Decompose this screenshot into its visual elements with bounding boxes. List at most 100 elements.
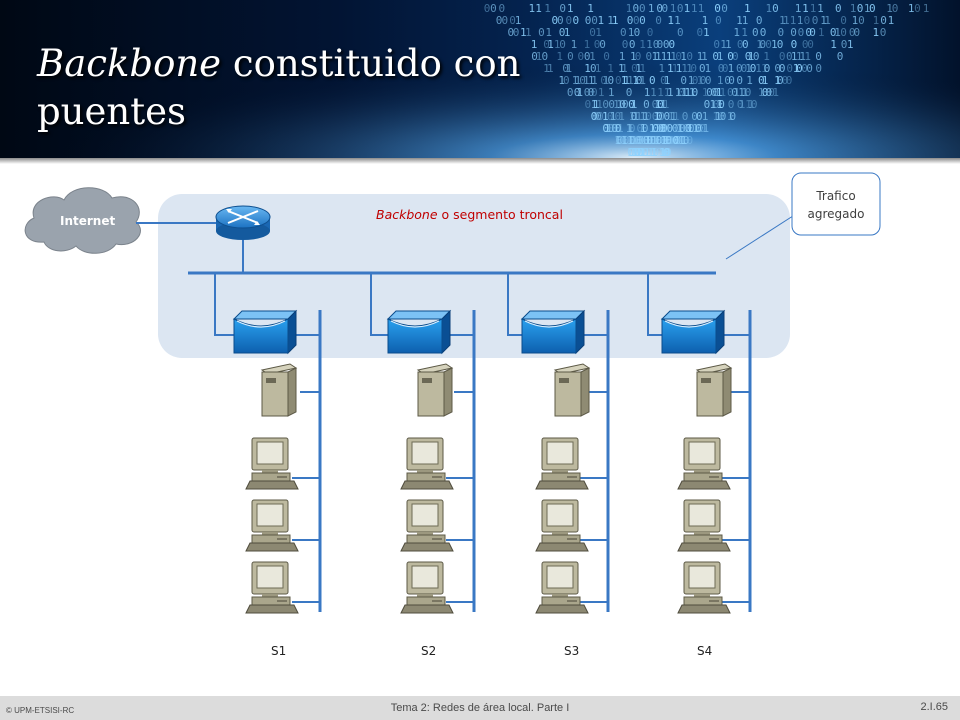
svg-text:0: 0 [742, 38, 749, 51]
svg-text:0: 0 [857, 2, 864, 15]
svg-text:1: 1 [676, 62, 683, 75]
svg-text:1: 1 [610, 122, 617, 135]
svg-text:1: 1 [635, 62, 642, 75]
svg-text:0: 0 [611, 122, 618, 135]
svg-text:0: 0 [662, 134, 669, 147]
svg-text:1: 1 [630, 134, 637, 147]
svg-text:1: 1 [665, 122, 672, 135]
svg-text:1: 1 [636, 146, 643, 158]
svg-text:1: 1 [666, 50, 673, 63]
svg-text:0: 0 [736, 74, 743, 87]
svg-text:0: 0 [765, 38, 772, 51]
svg-text:0: 0 [653, 146, 660, 158]
svg-text:1: 1 [628, 134, 635, 147]
title-rest: constituido con puentes [37, 42, 521, 133]
svg-text:1: 1 [663, 98, 670, 111]
svg-text:1: 1 [646, 38, 653, 51]
svg-text:1: 1 [886, 2, 893, 15]
svg-text:1: 1 [679, 134, 686, 147]
svg-text:1: 1 [675, 86, 682, 99]
svg-text:1: 1 [725, 38, 732, 51]
svg-text:1: 1 [598, 14, 605, 27]
svg-text:1: 1 [686, 62, 693, 75]
svg-text:1: 1 [547, 62, 554, 75]
svg-text:0: 0 [635, 146, 642, 158]
svg-text:0: 0 [652, 98, 659, 111]
svg-text:0: 0 [642, 146, 649, 158]
svg-text:1: 1 [587, 2, 594, 15]
svg-text:0: 0 [768, 86, 775, 99]
svg-text:1: 1 [771, 38, 778, 51]
svg-text:1: 1 [628, 26, 635, 39]
svg-text:1: 1 [536, 50, 543, 63]
slide-title: Backbone constituido con puentes [37, 40, 637, 136]
svg-text:1: 1 [817, 2, 824, 15]
svg-text:0: 0 [737, 38, 744, 51]
svg-text:1: 1 [648, 134, 655, 147]
svg-text:1: 1 [755, 62, 762, 75]
svg-text:1: 1 [720, 86, 727, 99]
svg-text:1: 1 [668, 110, 675, 123]
svg-text:0: 0 [727, 50, 734, 63]
svg-text:0: 0 [627, 14, 634, 27]
svg-text:1: 1 [681, 62, 688, 75]
svg-text:0: 0 [629, 134, 636, 147]
svg-text:1: 1 [834, 26, 841, 39]
svg-text:0: 0 [713, 38, 720, 51]
binary-stream-background: 0000100010001110101001100000100111000011… [0, 0, 960, 158]
svg-text:1: 1 [703, 122, 710, 135]
server-icon [554, 363, 590, 417]
svg-text:1: 1 [617, 98, 624, 111]
svg-text:0: 0 [633, 2, 640, 15]
svg-text:1: 1 [783, 14, 790, 27]
svg-text:0: 0 [690, 62, 697, 75]
svg-text:0: 0 [602, 98, 609, 111]
svg-text:0: 0 [815, 62, 822, 75]
svg-text:1: 1 [908, 2, 915, 15]
svg-text:0: 0 [664, 146, 671, 158]
svg-text:0: 0 [730, 110, 737, 123]
svg-text:0: 0 [633, 146, 640, 158]
footer-course: Tema 2: Redes de área local. Parte I [390, 702, 570, 714]
svg-text:1: 1 [621, 62, 628, 75]
svg-text:0: 0 [685, 122, 692, 135]
svg-text:0: 0 [841, 38, 848, 51]
svg-text:0: 0 [635, 134, 642, 147]
svg-text:0: 0 [854, 26, 861, 39]
svg-text:1: 1 [644, 86, 651, 99]
svg-text:1: 1 [681, 134, 688, 147]
server-icon [417, 363, 453, 417]
svg-text:1: 1 [593, 98, 600, 111]
svg-text:1: 1 [556, 50, 563, 63]
svg-text:1: 1 [663, 134, 670, 147]
svg-text:1: 1 [643, 110, 650, 123]
svg-text:0: 0 [631, 62, 638, 75]
svg-text:1: 1 [688, 74, 695, 87]
svg-text:0: 0 [637, 122, 644, 135]
segment-s3 [507, 273, 610, 614]
svg-text:0: 0 [678, 86, 685, 99]
svg-text:1: 1 [640, 146, 647, 158]
backbone-area [158, 194, 790, 358]
svg-text:1: 1 [639, 146, 646, 158]
svg-text:0: 0 [880, 14, 887, 27]
bridge-icon [387, 310, 451, 354]
svg-text:0: 0 [531, 50, 538, 63]
svg-text:0: 0 [812, 14, 819, 27]
svg-text:0: 0 [658, 122, 665, 135]
svg-text:1: 1 [535, 2, 542, 15]
svg-text:0: 0 [638, 146, 645, 158]
internet-cloud [24, 187, 141, 254]
svg-text:1: 1 [545, 26, 552, 39]
svg-text:1: 1 [617, 122, 624, 135]
svg-text:0: 0 [713, 98, 720, 111]
svg-text:1: 1 [654, 110, 661, 123]
svg-text:1: 1 [591, 98, 598, 111]
svg-text:1: 1 [698, 2, 705, 15]
svg-text:1: 1 [567, 2, 574, 15]
pc-icon [400, 499, 454, 552]
svg-text:0: 0 [667, 134, 674, 147]
svg-text:0: 0 [538, 26, 545, 39]
backbone-label-italic: Backbone [376, 207, 438, 222]
svg-text:0: 0 [786, 50, 793, 63]
